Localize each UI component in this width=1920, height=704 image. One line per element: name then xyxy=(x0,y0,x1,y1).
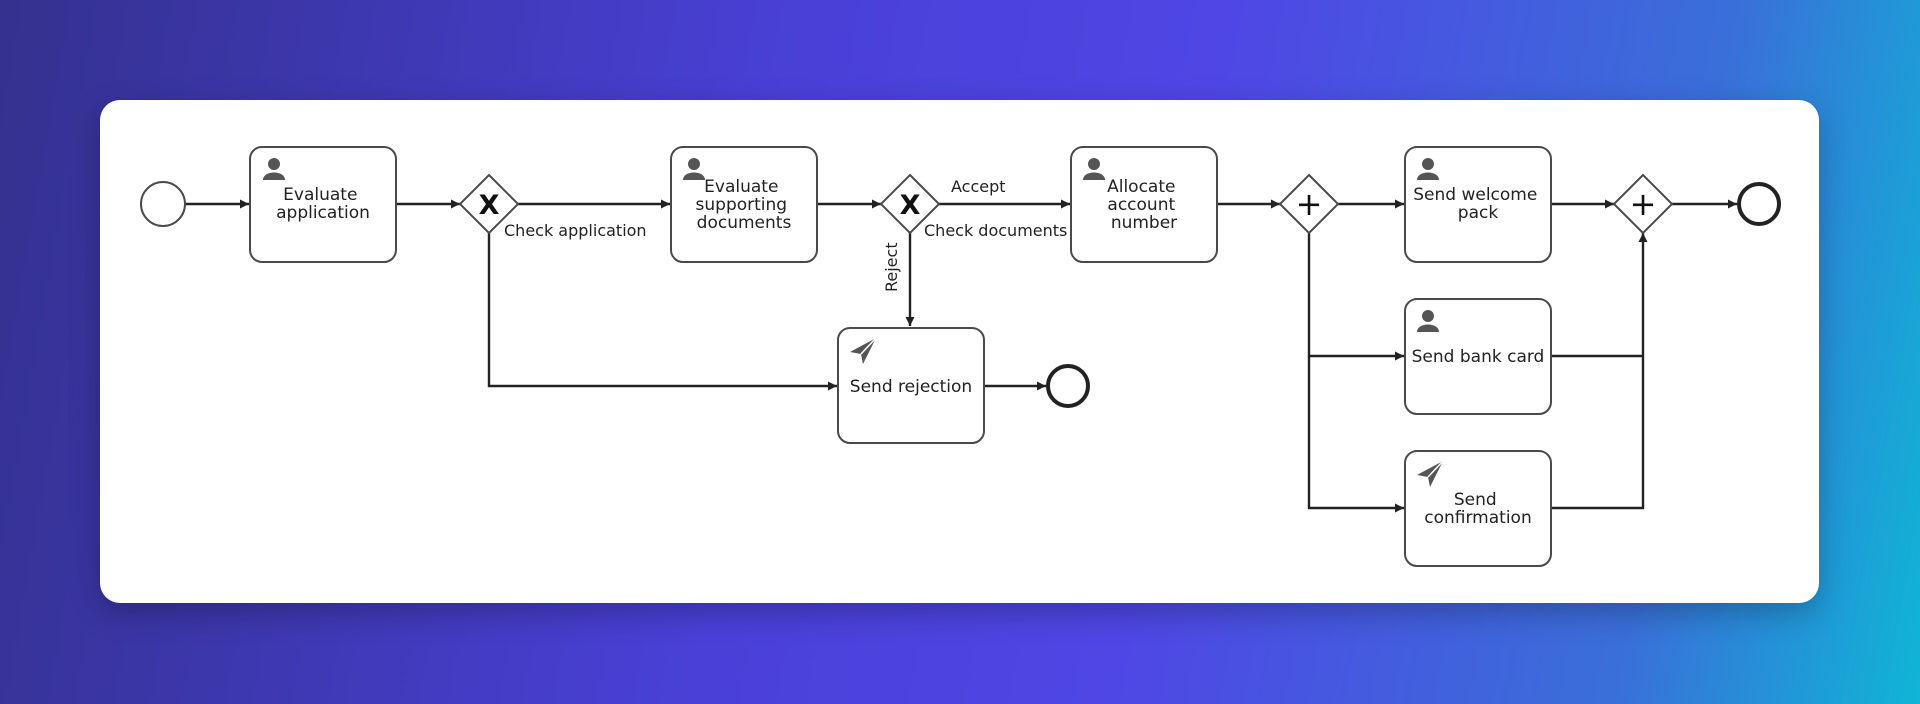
task-send-welcome-pack[interactable]: Send welcome pack xyxy=(1404,146,1552,263)
task-label: Send rejection xyxy=(850,377,972,397)
flow-confirmation-to-join xyxy=(1551,233,1648,510)
exclusive-gateway-marker: X xyxy=(900,190,921,221)
exclusive-gateway-marker: X xyxy=(479,190,500,221)
task-allocate-account-number[interactable]: Allocate account number xyxy=(1070,146,1218,263)
start-event[interactable] xyxy=(140,181,186,227)
task-label: Evaluate supporting documents xyxy=(696,177,793,233)
flow-split-to-bank-card xyxy=(1307,233,1404,361)
gateway-check-application[interactable]: X xyxy=(458,173,520,235)
gateway-parallel-split[interactable]: + xyxy=(1278,173,1340,235)
parallel-gateway-marker: + xyxy=(1296,185,1323,223)
label-accept: Accept xyxy=(951,177,1006,196)
task-label: Evaluate application xyxy=(276,185,370,223)
flow-split-to-confirmation xyxy=(1307,356,1404,513)
sequence-flows xyxy=(185,199,1737,513)
label-reject: Reject xyxy=(882,242,901,292)
task-evaluate-supporting-documents[interactable]: Evaluate supporting documents xyxy=(670,146,818,263)
task-label: Send bank card xyxy=(1412,347,1545,367)
parallel-gateway-marker: + xyxy=(1630,185,1657,223)
flow-gateway1-to-send-rejection xyxy=(487,233,837,391)
gateway-parallel-join[interactable]: + xyxy=(1612,173,1674,235)
task-send-rejection[interactable]: Send rejection xyxy=(837,327,985,444)
task-send-confirmation[interactable]: Send confirmation xyxy=(1404,450,1552,567)
task-send-bank-card[interactable]: Send bank card xyxy=(1404,298,1552,415)
task-evaluate-application[interactable]: Evaluate application xyxy=(249,146,397,263)
label-check-documents: Check documents xyxy=(924,221,1067,240)
task-label: Send welcome pack xyxy=(1413,185,1542,223)
task-label: Allocate account number xyxy=(1107,177,1181,233)
end-event-rejection[interactable] xyxy=(1046,364,1090,408)
task-label: Send confirmation xyxy=(1424,490,1531,528)
label-check-application: Check application xyxy=(504,221,647,240)
end-event-success[interactable] xyxy=(1737,182,1781,226)
gateway-check-documents[interactable]: X xyxy=(879,173,941,235)
